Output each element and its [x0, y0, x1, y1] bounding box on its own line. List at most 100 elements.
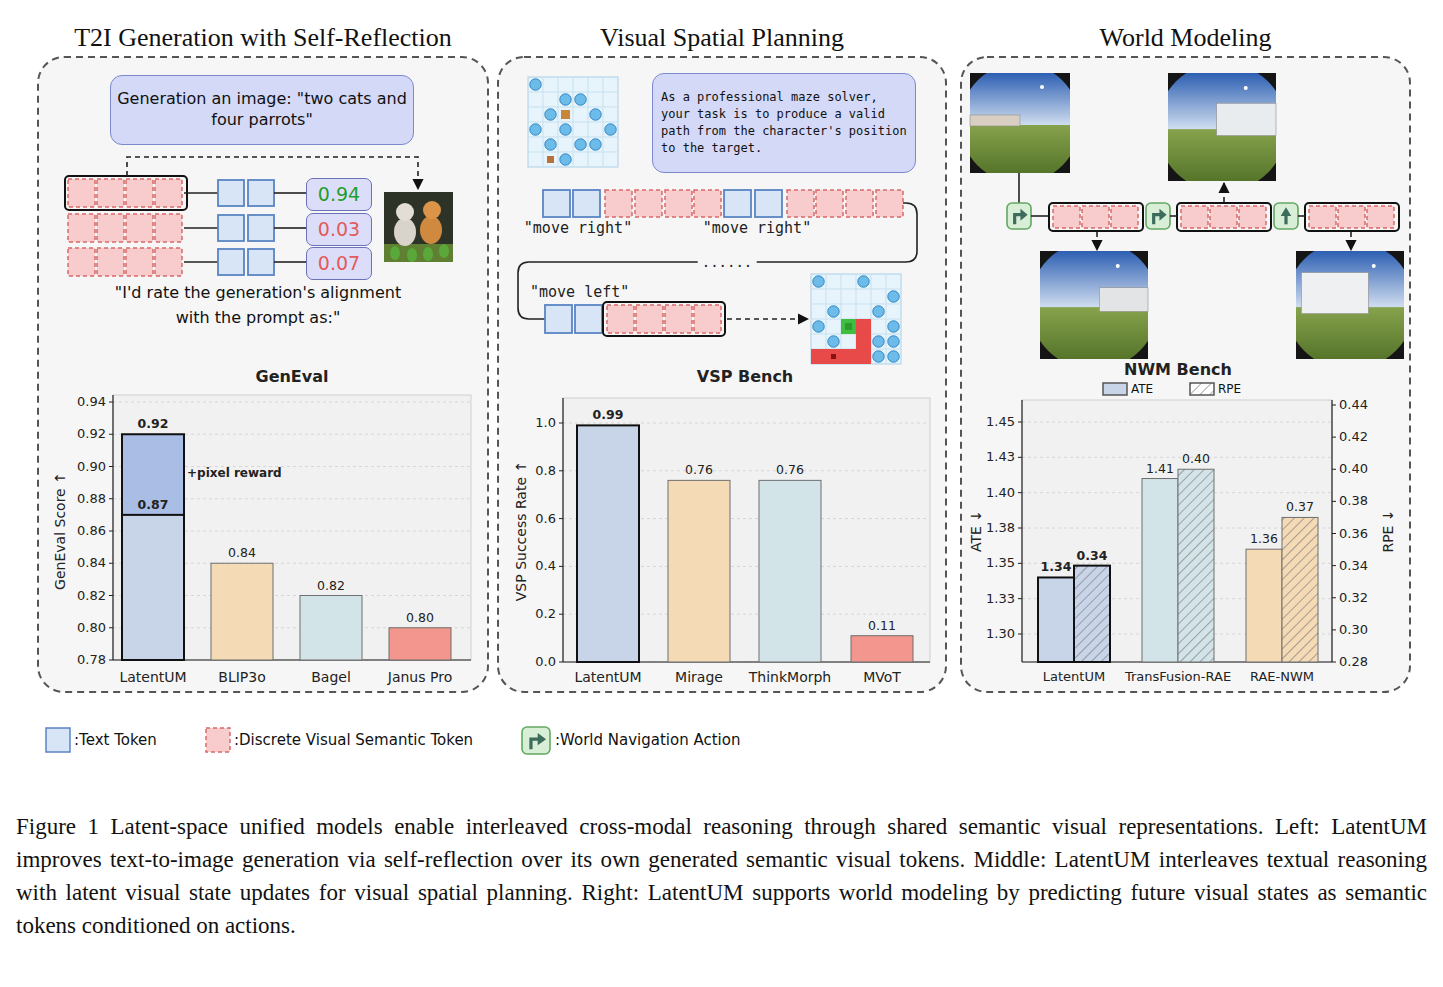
axis-tick: 0.6: [535, 511, 556, 527]
bar-value: 0.11: [868, 617, 896, 632]
visual-token: [1111, 206, 1138, 228]
ellipsis: ......: [698, 254, 757, 271]
axis-line: [112, 395, 113, 660]
axis-tick: 0.36: [1339, 526, 1368, 542]
building: [1301, 273, 1368, 314]
visual-token: [126, 179, 153, 207]
cat: [396, 203, 414, 221]
action-glyph: [1020, 209, 1027, 221]
chart-title: NWM Bench: [1124, 360, 1232, 379]
visual-token: [155, 248, 182, 276]
panel-title: T2I Generation with Self-Reflection: [38, 18, 488, 58]
sun: [1040, 85, 1044, 89]
visual-token: [665, 305, 692, 333]
axis-tick: 0.86: [77, 523, 106, 539]
wire: [274, 192, 306, 194]
wire: [184, 192, 218, 194]
panel-outline: [961, 57, 1410, 692]
wire: [184, 261, 218, 263]
grid-line: [113, 402, 471, 403]
maze-grid: [528, 152, 618, 153]
cat-photo-ground: [384, 244, 453, 262]
prompt-box: As a professional maze solver, your task…: [652, 73, 916, 173]
axis-tick: 0.2: [535, 606, 556, 622]
bar: [668, 480, 730, 662]
visual-token: [68, 248, 95, 276]
visual-token: [155, 179, 182, 207]
bar-value: 0.87: [138, 496, 169, 511]
photo: [1168, 73, 1276, 181]
axis-tick: 0.40: [1339, 461, 1368, 477]
text-token: [755, 190, 782, 217]
axis-title: VSP Success Rate ↑: [513, 461, 530, 601]
axis-tick: 0.8: [535, 463, 556, 479]
photo-frame: [1296, 251, 1404, 359]
bar: [1074, 566, 1110, 662]
ice-hole: [813, 276, 824, 287]
visual-token: [68, 214, 95, 242]
bar-segment: [122, 515, 184, 660]
wire: [274, 227, 306, 229]
legend-text: ATE: [1131, 382, 1153, 396]
panel-outline: [498, 57, 946, 692]
text-token: [545, 305, 572, 333]
bar-value: 0.40: [1182, 451, 1210, 466]
axis-tick: 0.92: [77, 426, 106, 442]
annotation: +pixel reward: [187, 466, 282, 480]
axis-tick: 0.4: [535, 559, 556, 575]
text-token: [573, 190, 600, 217]
legend-sample: [1103, 383, 1127, 395]
dashed-arrow: [1096, 232, 1098, 250]
maze-floor: [811, 274, 901, 364]
text-token: [575, 305, 602, 333]
category-label: LatentUM: [119, 669, 186, 686]
grid-line: [1022, 422, 1332, 423]
maze-grid: [603, 77, 604, 167]
visual-token: [1053, 206, 1080, 228]
ice-hole: [873, 336, 884, 347]
ice-hole: [590, 109, 601, 120]
legend-text: RPE: [1218, 382, 1241, 396]
visual-token: [126, 214, 153, 242]
chart-title: GenEval: [255, 367, 328, 386]
legend-sample: [206, 728, 230, 752]
action-glyph: [1015, 215, 1022, 225]
axis-tick: 0.42: [1339, 429, 1368, 445]
figure-caption: Figure 1 Latent-space unified models ena…: [16, 810, 1427, 942]
dashed-arrow: [1350, 232, 1352, 250]
plot-area: [113, 395, 471, 660]
bar: [389, 628, 451, 660]
action-glyph: [1284, 215, 1287, 225]
step-text: "move right": [703, 219, 811, 237]
dashed-arrow: [727, 318, 808, 320]
legend-swatch: [206, 728, 230, 752]
sky: [970, 73, 1070, 129]
visual-token: [1082, 206, 1109, 228]
grass: [970, 125, 1070, 173]
bar-value: 0.34: [1077, 547, 1108, 562]
category-label: LatentUM: [574, 669, 641, 686]
text-token: [218, 180, 244, 206]
score-box: 0.07: [306, 247, 372, 280]
bar: [122, 434, 184, 660]
visual-token: [126, 248, 153, 276]
axis-title: RPE ↓: [1380, 509, 1397, 552]
building: [1217, 103, 1276, 135]
score-box: 0.94: [306, 178, 372, 211]
bar-value: 0.99: [593, 407, 624, 422]
axis-tick: 1.45: [986, 414, 1015, 430]
ice-hole: [545, 109, 556, 120]
legend-text: :Discrete Visual Semantic Token: [234, 731, 473, 749]
text-token: [248, 249, 274, 275]
token-group: [1305, 203, 1399, 231]
token-group: [1177, 203, 1271, 231]
photo-frame: [1168, 73, 1276, 181]
axis-line: [1021, 400, 1022, 662]
box-text: 0.03: [318, 217, 360, 242]
axis-tick: 0.78: [77, 652, 106, 668]
wire: [184, 227, 218, 229]
bar: [577, 425, 639, 662]
axis-tick: 0.88: [77, 491, 106, 507]
visual-token: [1309, 206, 1336, 228]
